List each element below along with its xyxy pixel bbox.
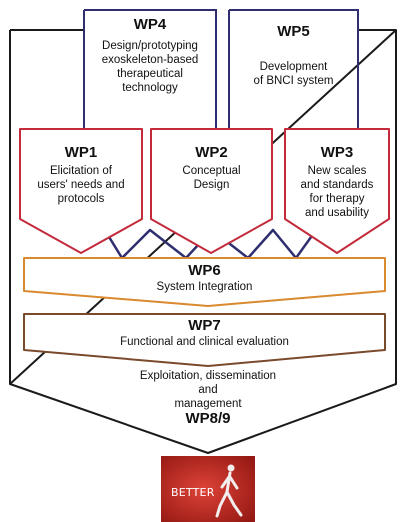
wp3-desc-line: and standards [300,178,374,191]
wp7-title: WP7 [188,317,221,334]
wp3-title: WP3 [320,144,354,161]
wp7-description: Functional and clinical evaluation [120,335,289,348]
better-logo [161,456,255,522]
wp3-desc-line: for therapy [309,192,365,205]
wp6-title: WP6 [188,262,221,279]
wp89-desc-line: Exploitation, dissemination [139,370,277,382]
wp5-description: Development of BNCI system [229,60,358,88]
wp7-arrow [23,313,386,367]
wp5-label: WP5 Development of BNCI system [229,23,358,88]
wp2-title: WP2 [195,144,228,161]
wp1-desc-line: protocols [57,192,105,205]
wp7-label: WP7 Functional and clinical evaluation [24,317,385,349]
wp4-title: WP4 [133,16,167,33]
wp1-title: WP1 [64,144,98,161]
wp2-description: Conceptual Design [151,164,272,192]
wp3-description: New scales and standards for therapy and… [285,164,389,220]
wp6-description: System Integration [156,280,253,293]
wp3-label: WP3 New scales and standards for therapy… [285,144,389,220]
wp89-desc-line: management [174,398,242,411]
wp5-title: WP5 [277,23,310,40]
wp4-desc-line: Design/prototyping [102,39,198,52]
wp4-desc-line: technology [122,81,178,94]
better-logo-text: BETTER [171,486,215,499]
wp6-label: WP6 System Integration [24,262,385,294]
walking-figure-icon [215,464,243,518]
wp1-box [19,128,143,254]
wp4-label: WP4 Design/prototyping exoskeleton-based… [84,16,216,95]
wp4-box [83,9,217,129]
wp89-desc-line: and [198,384,218,397]
wp5-desc-line: of BNCI system [253,74,334,87]
wp6-arrow [23,257,386,307]
wp2-desc-line: Design [193,178,230,191]
wp89-label: Exploitation, dissemination and manageme… [60,369,356,428]
wp1-description: Elicitation of users' needs and protocol… [20,164,142,206]
wp2-label: WP2 Conceptual Design [151,144,272,192]
wp2-box [150,128,273,254]
wp1-desc-line: users' needs and [37,178,125,191]
wp5-box [228,9,359,129]
wp3-desc-line: and usability [305,206,369,219]
wp1-desc-line: Elicitation of [49,164,112,177]
wp3-desc-line: New scales [307,164,367,177]
wp5-desc-line: Development [259,60,328,73]
wp89-description: Exploitation, dissemination and manageme… [60,369,356,411]
wp3-box [284,128,390,254]
wp4-description: Design/prototyping exoskeleton-based the… [84,39,216,95]
wp2-desc-line: Conceptual [182,164,241,177]
wp4-desc-line: exoskeleton-based [101,53,199,66]
wp4-desc-line: therapeutical [117,67,183,80]
wp89-title: WP8/9 [185,410,231,428]
wp1-label: WP1 Elicitation of users' needs and prot… [20,144,142,206]
